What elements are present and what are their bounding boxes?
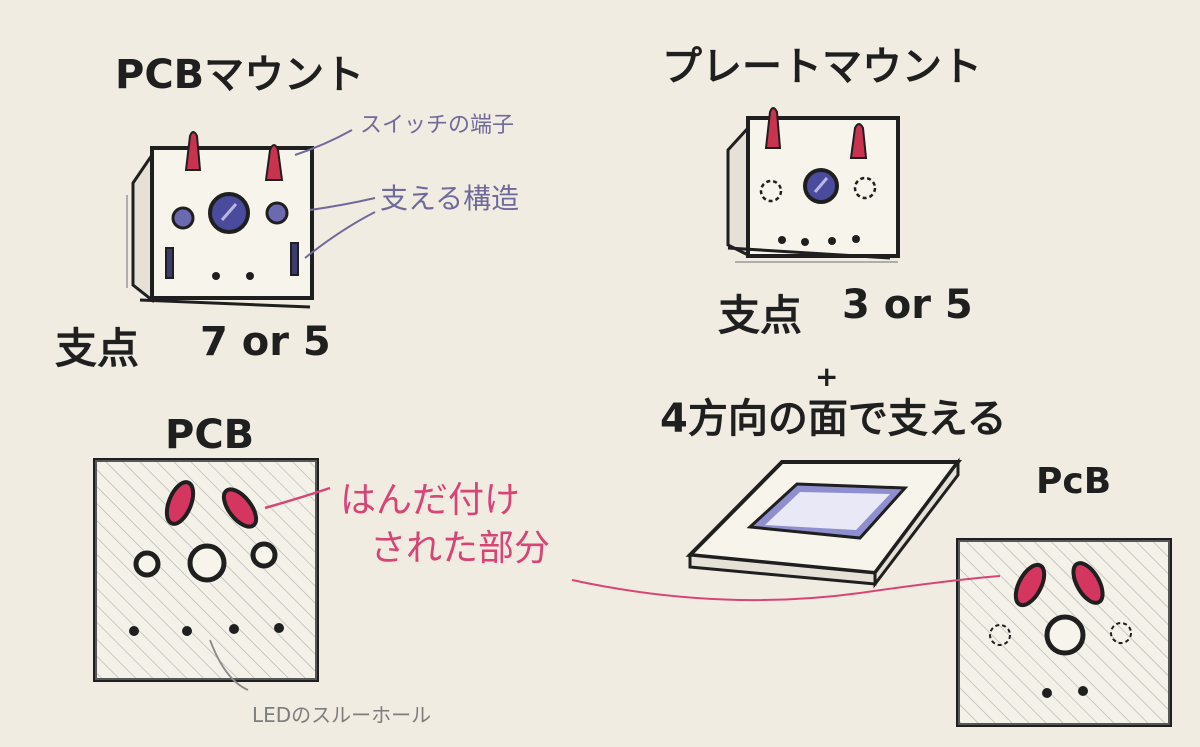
four-sides-text: 4方向の面で支える xyxy=(660,396,1007,442)
plate-fulcrum-count: 3 or 5 xyxy=(842,282,973,328)
support-post-left xyxy=(171,206,195,230)
pcb-fulcrum-label: 支点 xyxy=(55,324,139,373)
pcb-mount-title: PCBマウント xyxy=(115,52,364,98)
pcb-mount-switch xyxy=(126,129,376,309)
solder-pad-right xyxy=(221,487,259,529)
pcb-fulcrum-count: 7 or 5 xyxy=(200,319,331,365)
switch-pin-left xyxy=(184,131,202,171)
plus-sign: + xyxy=(815,360,838,393)
support-annotation: 支える構造 xyxy=(380,182,519,215)
led-through-hole-label: LEDのスルーホール xyxy=(252,703,431,727)
soldered-label-line2: された部分 xyxy=(370,528,550,569)
pcb-right xyxy=(956,538,1172,727)
plate-fulcrum-label: 支点 xyxy=(718,291,802,340)
pcb-left-title: PCB xyxy=(165,412,254,458)
pcb-left xyxy=(93,458,331,691)
pcb-right-title: PcB xyxy=(1036,461,1111,502)
mounting-plate xyxy=(685,457,962,589)
terminal-annotation: スイッチの端子 xyxy=(360,113,514,138)
soldered-label-line1: はんだ付け xyxy=(340,480,520,521)
plate-mount-title: プレートマウント xyxy=(662,44,982,90)
switch-pin-right xyxy=(264,144,284,181)
support-post-right xyxy=(265,201,289,225)
solder-connector-line xyxy=(571,575,1001,602)
solder-pad-left xyxy=(164,480,196,526)
plate-mount-switch xyxy=(726,107,900,263)
